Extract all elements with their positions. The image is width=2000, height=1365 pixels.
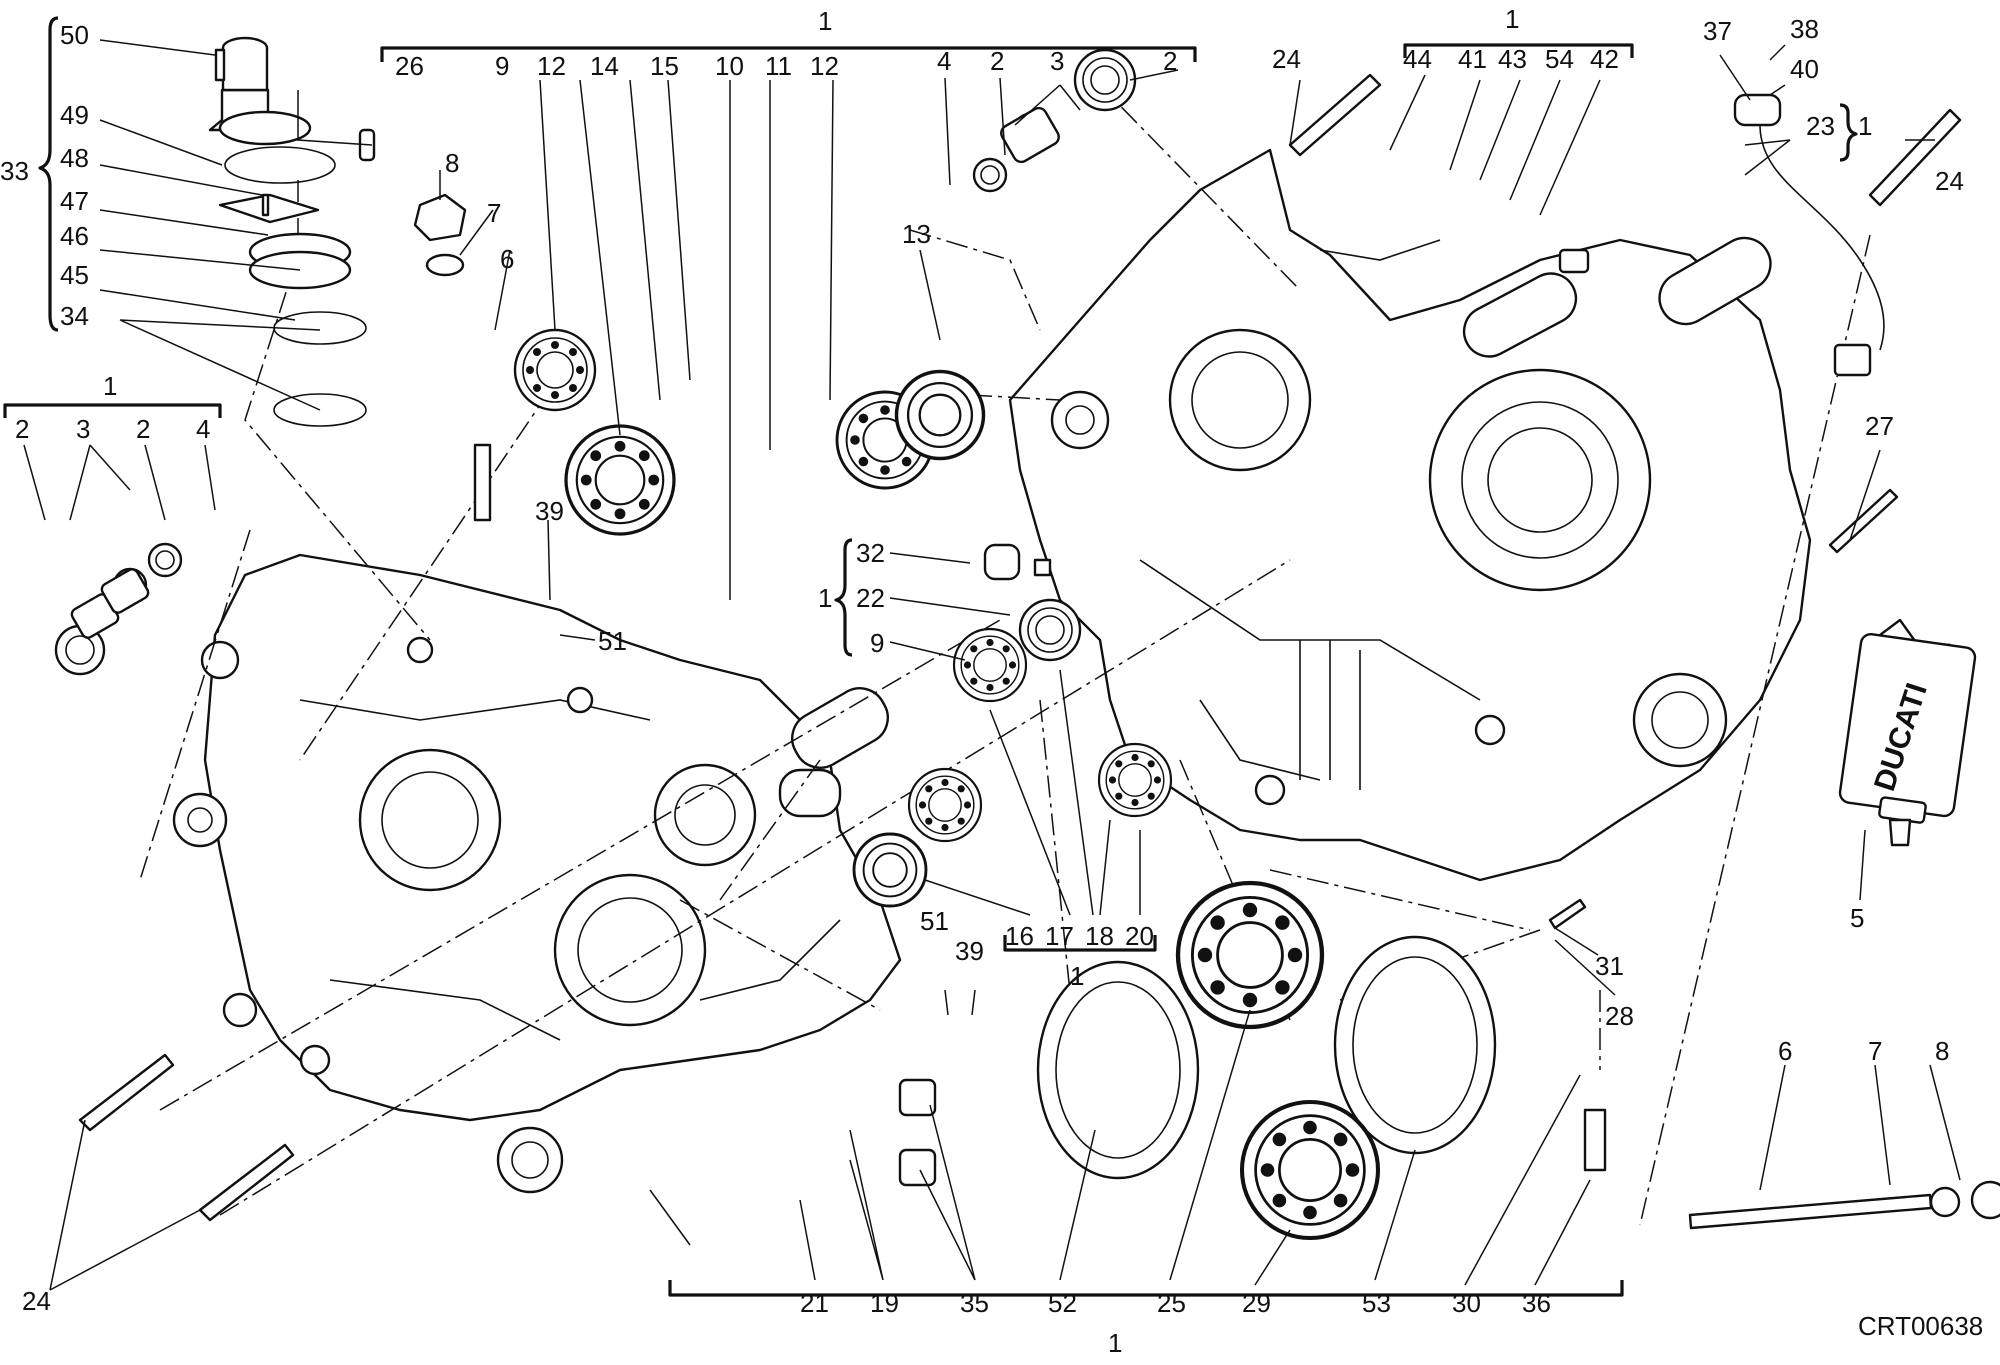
callout-label: 27 <box>1865 411 1894 441</box>
callout-label: 52 <box>1048 1288 1077 1318</box>
grouping-brackets <box>3 16 1858 1297</box>
callout-label: 43 <box>1498 44 1527 74</box>
callout-label: 17 <box>1045 921 1074 951</box>
callout-label: 28 <box>1605 1001 1634 1031</box>
callout-label: 6 <box>1778 1036 1792 1066</box>
callout-label: 42 <box>1590 44 1619 74</box>
callout-label: 11 <box>765 51 792 81</box>
callout-label: 47 <box>60 186 89 216</box>
callout-label: 8 <box>445 148 459 178</box>
callout-label: 9 <box>495 51 509 81</box>
callout-label: 4 <box>196 414 210 444</box>
callout-label: 3 <box>76 414 90 444</box>
callout-label: 1 <box>103 371 117 401</box>
bearings-and-seals <box>54 48 1590 908</box>
callout-label: 10 <box>715 51 744 81</box>
callout-label: 12 <box>537 51 566 81</box>
callout-label: 36 <box>1522 1288 1551 1318</box>
callout-label: 26 <box>395 51 424 81</box>
callout-label: 2 <box>1163 46 1177 76</box>
callout-label: 1 <box>1505 4 1519 34</box>
callout-label: 41 <box>1458 44 1487 74</box>
callout-label: 50 <box>60 20 89 50</box>
callout-label: 39 <box>535 496 564 526</box>
callout-label: 7 <box>1868 1036 1882 1066</box>
callout-label: 30 <box>1452 1288 1481 1318</box>
callout-label: 1 <box>818 583 832 613</box>
callout-label: 18 <box>1085 921 1114 951</box>
callout-label: 3 <box>1050 46 1064 76</box>
sealant-tube: DUCATI <box>1838 632 1977 847</box>
callout-label: 6 <box>500 244 514 274</box>
callout-label: 23 <box>1806 111 1835 141</box>
callout-numbers: 50 49 48 47 46 45 34 33 26 8 7 6 9 12 14… <box>0 4 1964 1358</box>
callout-label: 2 <box>136 414 150 444</box>
callout-label: 1 <box>1858 111 1872 141</box>
callout-label: 7 <box>487 198 501 228</box>
cylinder-liners <box>1036 883 1497 1238</box>
callout-label: 2 <box>15 414 29 444</box>
callout-label: 1 <box>818 6 832 36</box>
callout-label: 48 <box>60 143 89 173</box>
callout-label: 24 <box>1935 166 1964 196</box>
callout-label: 24 <box>1272 44 1301 74</box>
callout-label: 13 <box>902 219 931 249</box>
callout-label: 8 <box>1935 1036 1949 1066</box>
callout-label: 32 <box>856 538 885 568</box>
callout-label: 44 <box>1403 44 1432 74</box>
callout-label: 51 <box>598 626 627 656</box>
callout-label: 5 <box>1850 903 1864 933</box>
oil-pump-assembly <box>208 36 367 427</box>
crankcase-left-half <box>172 553 902 1194</box>
callout-label: 54 <box>1545 44 1574 74</box>
callout-label: 25 <box>1157 1288 1186 1318</box>
callout-label: 20 <box>1125 921 1154 951</box>
callout-label: 29 <box>1242 1288 1271 1318</box>
callout-label: 21 <box>800 1288 829 1318</box>
callout-label: 35 <box>960 1288 989 1318</box>
callout-label: 1 <box>1108 1328 1122 1358</box>
callout-label: 31 <box>1595 951 1624 981</box>
callout-label: 38 <box>1790 14 1819 44</box>
callout-label: 24 <box>22 1286 51 1316</box>
assembly-lines <box>139 79 1871 1226</box>
callout-label: 22 <box>856 583 885 613</box>
crankcase-right-half <box>1008 148 1812 882</box>
callout-label: 14 <box>590 51 619 81</box>
callout-label: 46 <box>60 221 89 251</box>
drawing-code: CRT00638 <box>1858 1311 1983 1341</box>
callout-label: 2 <box>990 46 1004 76</box>
callout-label: 15 <box>650 51 679 81</box>
callout-label: 39 <box>955 936 984 966</box>
callout-label: 45 <box>60 260 89 290</box>
callout-label: 40 <box>1790 54 1819 84</box>
callout-label: 37 <box>1703 16 1732 46</box>
callout-label: 53 <box>1362 1288 1391 1318</box>
callout-label: 4 <box>937 46 951 76</box>
leader-lines <box>23 39 1961 1291</box>
callout-label: 33 <box>0 156 29 186</box>
callout-label: 12 <box>810 51 839 81</box>
callout-label: 1 <box>1070 961 1084 991</box>
callout-label: 51 <box>920 906 949 936</box>
callout-label: 19 <box>870 1288 899 1318</box>
callout-label: 16 <box>1005 921 1034 951</box>
callout-label: 49 <box>60 100 89 130</box>
callout-label: 34 <box>60 301 89 331</box>
callout-label: 9 <box>870 628 884 658</box>
